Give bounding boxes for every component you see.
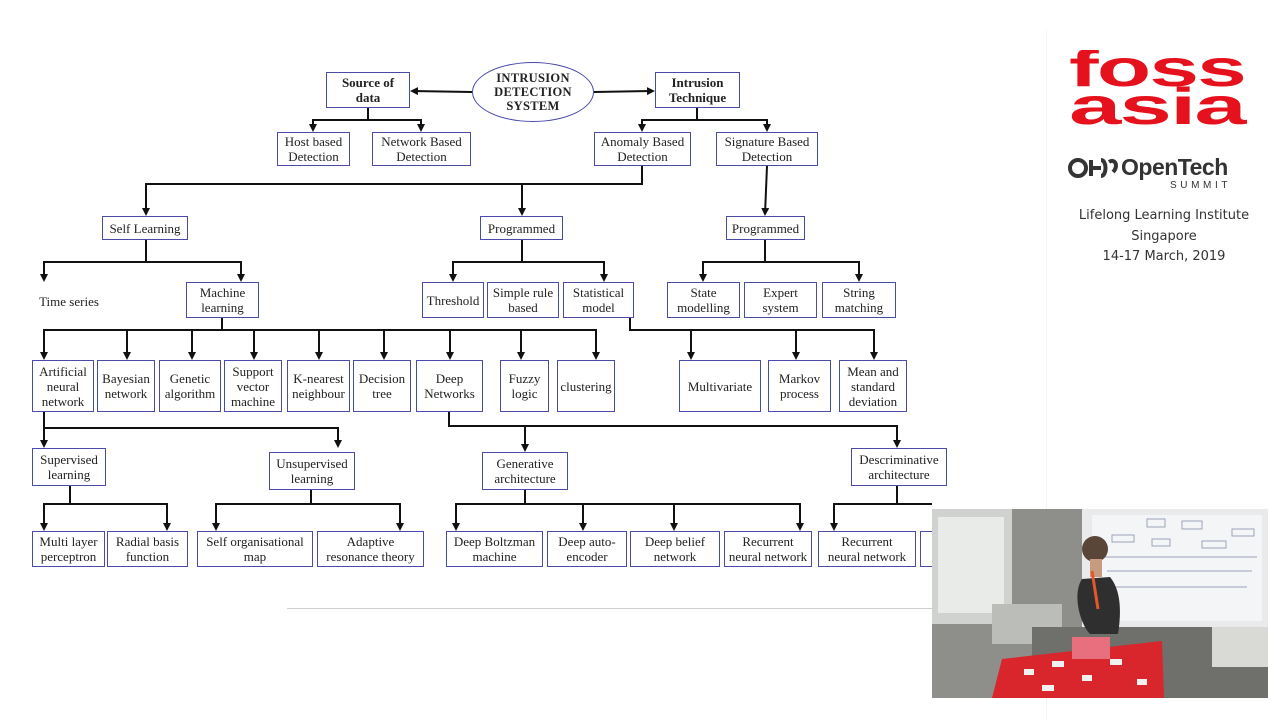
- connector-15: [40, 318, 223, 360]
- connector-33: [212, 490, 312, 531]
- connector-9: [40, 240, 147, 282]
- connector-11: [449, 240, 523, 282]
- connector-36: [525, 503, 804, 531]
- connector-1: [593, 87, 655, 96]
- venue-name: Lifelong Learning Institute: [1078, 208, 1250, 223]
- connector-16: [222, 329, 600, 360]
- node-multivariate: Multivariate: [679, 360, 761, 412]
- slide-divider: [287, 608, 947, 609]
- fossasia-logo: foss asia: [1069, 50, 1247, 126]
- node-programmed2: Programmed: [726, 216, 805, 240]
- opentech-wordmark: OpenTech: [1121, 154, 1228, 180]
- connector-0: [410, 87, 473, 96]
- fossasia-logo-line2: asia: [1069, 78, 1247, 126]
- connector-35: [452, 490, 526, 531]
- venue-dates: 14-17 March, 2019: [1102, 249, 1226, 264]
- node-selflearning: Self Learning: [102, 216, 188, 240]
- connector-3: [368, 119, 425, 132]
- node-threshold: Threshold: [422, 282, 484, 318]
- connector-6: [142, 166, 643, 216]
- node-timeseries: Time series: [32, 282, 106, 320]
- speaker-camera-inset: [932, 509, 1268, 698]
- connector-8: [761, 165, 770, 216]
- fossasia-logo-line1: foss: [1069, 50, 1245, 98]
- connector-32: [70, 503, 171, 531]
- connector-24: [629, 318, 878, 360]
- node-programmed1: Programmed: [480, 216, 563, 240]
- connector-4: [638, 108, 698, 132]
- connector-39: [830, 486, 898, 531]
- connector-27: [43, 412, 342, 448]
- connector-31: [40, 486, 71, 531]
- opentech-summit-icon: [1068, 158, 1118, 178]
- connector-10: [146, 261, 245, 282]
- connector-layer: [40, 87, 932, 531]
- venue-info: Lifelong Learning Institute Singapore 14…: [1047, 206, 1280, 268]
- connector-13: [699, 240, 766, 282]
- connector-29: [448, 412, 901, 448]
- summit-wordmark: SUMMIT: [1170, 180, 1232, 191]
- node-clustering: clustering: [557, 360, 615, 412]
- node-dae: Deep auto-encoder: [547, 531, 627, 567]
- connector-12: [522, 261, 608, 282]
- connector-14: [765, 261, 863, 282]
- venue-city: Singapore: [1131, 228, 1197, 244]
- connector-2: [309, 108, 369, 132]
- connector-5: [697, 119, 771, 132]
- connector-34: [311, 503, 404, 531]
